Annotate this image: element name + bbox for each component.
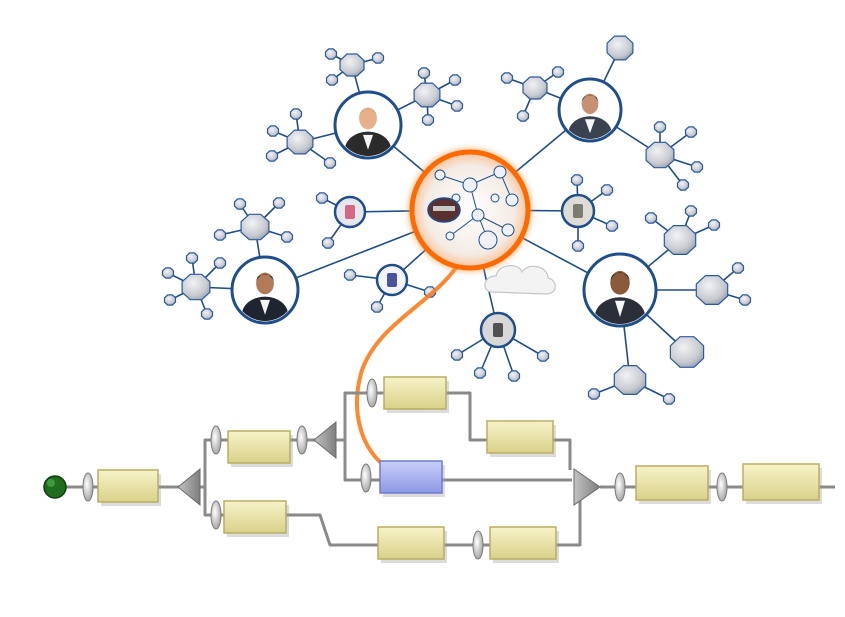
person-photo-nodes — [230, 77, 658, 349]
flow-connector-oval — [472, 530, 484, 560]
network-leaf-node — [684, 205, 698, 217]
network-leaf-node — [570, 174, 584, 186]
flow-connector-oval — [360, 463, 372, 493]
person-photo-man-right — [582, 252, 658, 328]
small-photo-phone — [375, 263, 409, 297]
network-leaf-node — [645, 141, 675, 169]
network-leaf-node — [272, 197, 286, 209]
network-leaf-node — [325, 74, 339, 86]
cloud-icon — [484, 265, 556, 295]
flow-gateway — [177, 467, 201, 507]
flow-connector-oval — [82, 472, 94, 502]
network-leaf-node — [522, 76, 548, 100]
network-leaf-node — [605, 220, 619, 232]
small-photo-device — [560, 193, 596, 229]
network-leaf-node — [473, 367, 487, 379]
network-leaf-node — [421, 114, 435, 126]
network-leaf-node — [324, 48, 338, 60]
network-leaf-node — [662, 393, 676, 405]
flow-connector-oval — [296, 425, 308, 455]
network-leaf-node — [315, 192, 329, 204]
network-leaf-node — [450, 349, 464, 361]
flow-connector-oval — [716, 472, 728, 502]
network-leaf-node — [240, 213, 270, 241]
person-photo-man-left — [230, 255, 300, 325]
network-leaf-node — [213, 257, 227, 269]
network-leaf-node — [181, 273, 211, 301]
network-leaf-node — [738, 294, 752, 306]
network-leaf-node — [707, 219, 721, 231]
flow-task — [489, 526, 559, 563]
network-leaf-node — [690, 161, 704, 173]
network-leaf-node — [606, 35, 634, 61]
network-leaf-node — [644, 212, 658, 224]
network-leaf-node — [663, 225, 697, 255]
flow-task — [742, 463, 822, 504]
network-leaf-node — [370, 301, 384, 313]
network-leaf-node — [613, 365, 647, 395]
network-leaf-node — [450, 100, 464, 112]
network-leaf-node — [695, 275, 729, 305]
network-leaf-node — [265, 150, 279, 162]
network-leaf-node — [280, 231, 294, 243]
network-leaf-node — [500, 72, 514, 84]
network-leaf-node — [448, 74, 462, 86]
flow-connector-oval — [210, 500, 222, 530]
network-leaf-nodes — [161, 35, 752, 405]
network-leaf-node — [413, 82, 441, 108]
flow-task — [383, 376, 449, 413]
process-flow-items — [82, 376, 822, 563]
network-leaf-node — [653, 121, 667, 133]
network-leaf-node — [213, 229, 227, 241]
network-leaf-node — [289, 108, 303, 120]
network-leaf-node — [163, 294, 177, 306]
person-photo-man-top — [557, 77, 623, 143]
network-leaf-node — [343, 269, 357, 281]
network-leaf-node — [417, 67, 431, 79]
flow-task — [377, 526, 447, 563]
network-leaf-node — [339, 53, 365, 77]
network-leaf-node — [321, 237, 335, 249]
network-leaf-node — [185, 252, 199, 264]
network-leaf-node — [587, 388, 601, 400]
network-leaf-node — [200, 308, 214, 320]
network-leaf-node — [371, 52, 385, 64]
start-node-icon — [43, 475, 67, 499]
flow-task — [486, 420, 556, 457]
network-leaf-node — [266, 125, 280, 137]
network-leaf-node — [551, 66, 565, 78]
network-leaf-node — [507, 370, 521, 382]
small-photo-worker — [479, 311, 517, 349]
flow-task — [223, 500, 289, 537]
flow-task — [635, 465, 711, 504]
flow-task — [227, 430, 293, 467]
network-leaf-node — [571, 240, 585, 252]
network-leaf-node — [323, 157, 337, 169]
network-leaf-node — [286, 129, 314, 155]
network-leaf-node — [161, 267, 175, 279]
network-leaf-node — [600, 184, 614, 196]
network-leaf-node — [536, 350, 550, 362]
flow-gateway — [313, 420, 337, 460]
network-leaf-node — [233, 198, 247, 210]
network-leaf-node — [669, 336, 705, 368]
flow-gateway — [573, 468, 601, 506]
flow-connector-oval — [210, 425, 222, 455]
person-photo-woman — [333, 90, 403, 160]
network-leaf-node — [731, 262, 745, 274]
flow-task — [97, 469, 161, 506]
flow-connector-oval — [366, 378, 378, 408]
hub-connector-curve — [355, 256, 464, 483]
network-leaf-node — [516, 110, 530, 122]
flow-task-active — [379, 460, 445, 497]
central-hub-icon — [408, 148, 532, 272]
flow-connector-oval — [614, 472, 626, 502]
network-leaf-node — [684, 126, 698, 138]
network-leaf-node — [676, 179, 690, 191]
small-photo-group — [333, 195, 367, 229]
